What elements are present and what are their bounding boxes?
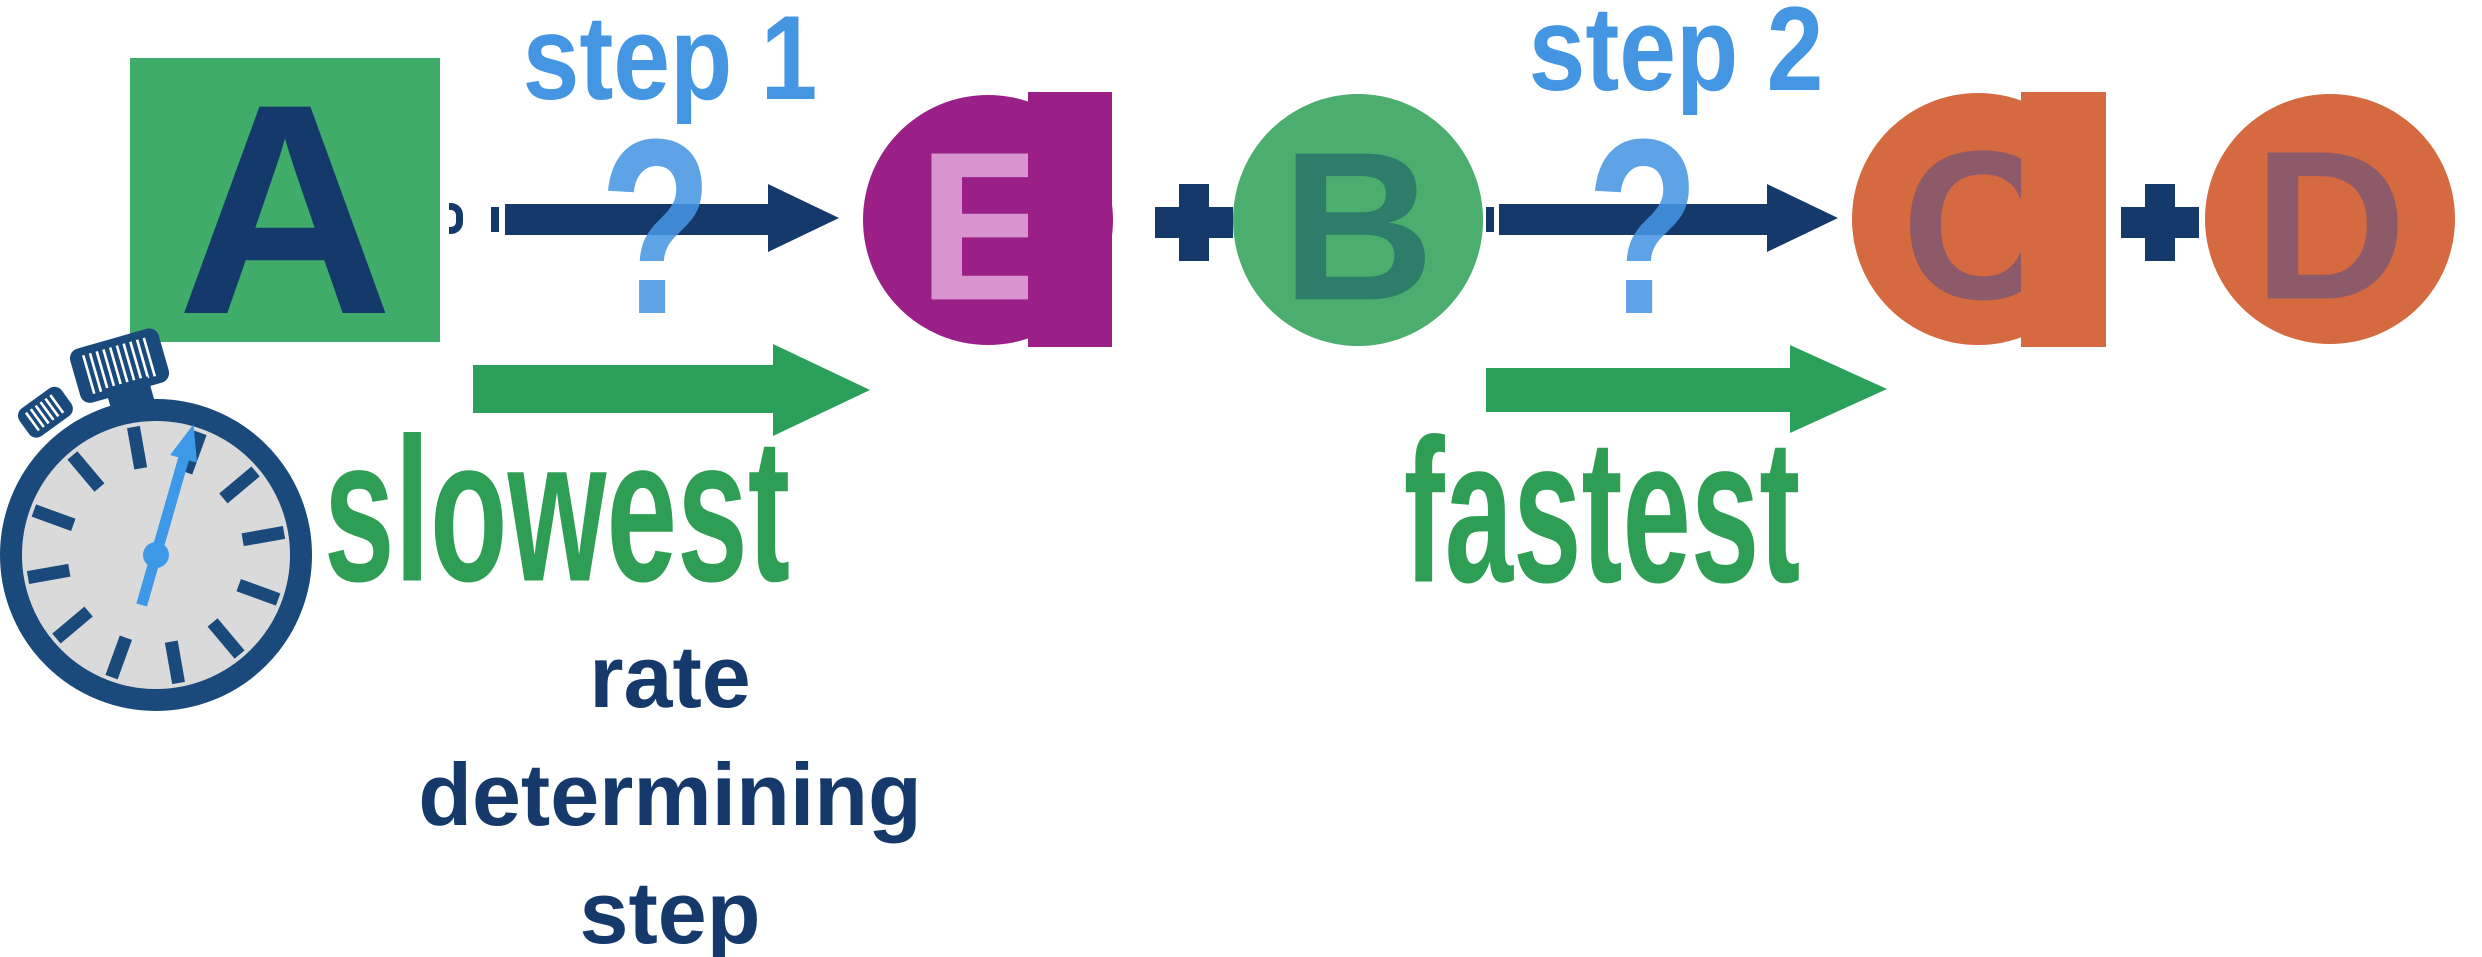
step1-arrow-tail-fragment	[491, 207, 499, 232]
species-b-label: B	[1281, 107, 1435, 345]
step2-arrow-tail-fragment	[1486, 207, 1494, 232]
rate-determining-step-caption: rate determining step	[418, 618, 922, 957]
step2-arrow	[1499, 204, 1767, 235]
step1-question-mark: ?	[599, 87, 713, 366]
slowest-label: slowest	[323, 395, 791, 625]
step1-label: step 1	[522, 0, 818, 125]
fastest-arrow-head	[1790, 345, 1887, 433]
rds-line-1: rate	[589, 627, 751, 726]
stopwatch-hand	[136, 424, 198, 607]
species-a-label: A	[176, 41, 394, 377]
slowest-arrow-head	[773, 344, 870, 436]
species-c-blob-tab	[2021, 92, 2106, 347]
species-b-circle: B	[1233, 94, 1483, 346]
step2-question-mark: ?	[1586, 87, 1700, 366]
step2-arrow-head	[1767, 184, 1838, 252]
stopwatch-icon	[0, 328, 312, 711]
plus-vertical-bar	[2145, 184, 2175, 261]
species-a-box: A	[130, 58, 440, 359]
stopwatch-ticks	[26, 425, 286, 685]
step1-arrow	[505, 204, 768, 235]
step2-label: step 2	[1528, 0, 1824, 116]
stopwatch-side-button	[17, 386, 73, 438]
rds-line-3: step	[579, 863, 761, 957]
species-e-blob-tab	[1028, 92, 1112, 347]
bracket-fragment	[449, 203, 463, 234]
plus-sign-2	[2121, 184, 2199, 261]
plus-vertical-bar	[1179, 184, 1209, 261]
slowest-arrow	[473, 365, 773, 413]
plus-sign-1	[1155, 184, 1233, 261]
rds-line-2: determining	[418, 745, 922, 844]
step1-arrow-head	[768, 184, 839, 252]
species-d-circle: D	[2205, 94, 2455, 344]
fastest-arrow	[1486, 368, 1790, 412]
fastest-label: fastest	[1403, 396, 1801, 626]
species-d-label: D	[2253, 106, 2407, 344]
